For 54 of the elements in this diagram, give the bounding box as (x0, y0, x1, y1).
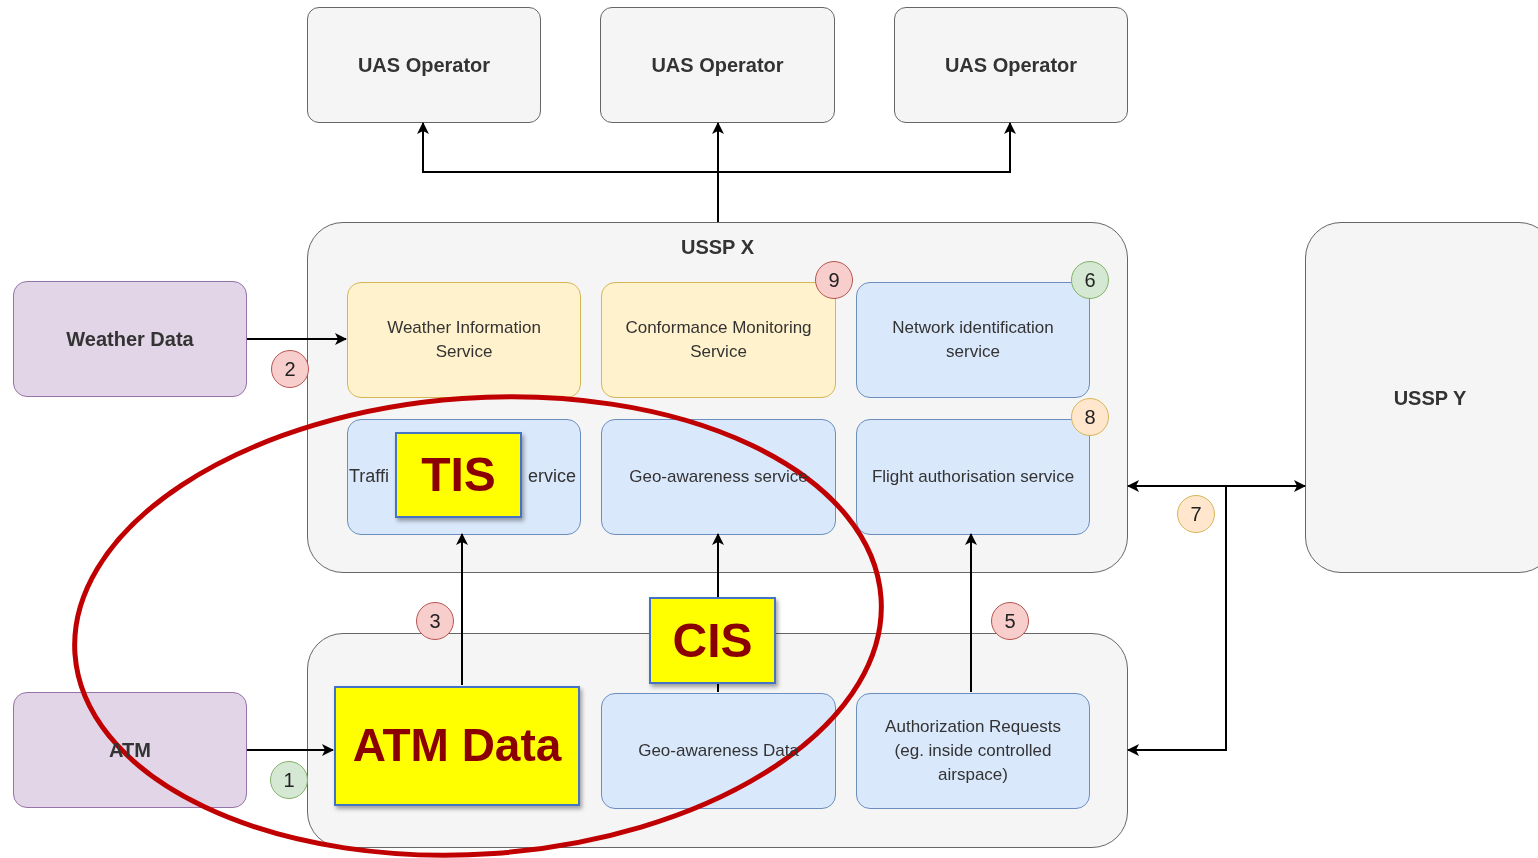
arrow (712, 533, 724, 598)
badge-number: 6 (1084, 270, 1096, 290)
box-label: Network identification service (891, 317, 1055, 363)
box-label: USSP X (681, 235, 754, 260)
box-label: UAS Operator (357, 53, 491, 78)
box-label: Traffi (349, 465, 389, 488)
badge-number: 2 (284, 359, 296, 379)
arrow (456, 533, 468, 686)
box-label: USSP Y (1393, 385, 1467, 411)
service-box (601, 693, 836, 809)
arrow (246, 333, 347, 345)
number-badge (416, 602, 454, 640)
box-label: UAS Operator (651, 53, 784, 78)
actor-box (894, 7, 1128, 123)
box-label: Geo-awareness service (629, 466, 808, 489)
arrow (1127, 480, 1306, 492)
service-box (347, 282, 581, 398)
box-label: ervice (528, 465, 576, 488)
highlight-box (334, 686, 580, 806)
service-box (856, 693, 1090, 809)
number-badge (270, 761, 308, 799)
highlight-box (395, 432, 522, 518)
service-box (601, 419, 836, 535)
actor-box (600, 7, 835, 123)
number-badge (1071, 261, 1109, 299)
number-badge (271, 350, 309, 388)
highlight-text: CIS (672, 612, 753, 669)
number-badge (815, 261, 853, 299)
arrow (246, 744, 334, 756)
badge-number: 3 (429, 611, 441, 631)
box-label: Conformance Monitoring Service (624, 317, 813, 363)
badge-number: 1 (283, 770, 295, 790)
number-badge (991, 602, 1029, 640)
badge-number: 9 (828, 270, 840, 290)
badge-number: 5 (1004, 611, 1016, 631)
number-badge (1177, 495, 1215, 533)
box-label: Flight authorisation service (871, 466, 1075, 489)
service-box (347, 419, 581, 535)
source-box (13, 281, 247, 397)
box-label: Authorization Requests (eg. inside controlled airspace) (884, 716, 1062, 786)
box-label: UAS Operator (944, 53, 1078, 78)
badge-number: 8 (1084, 407, 1096, 427)
source-box (13, 692, 247, 808)
highlight-box (649, 597, 776, 684)
container-box (1305, 222, 1538, 573)
arrow (965, 533, 977, 693)
container-box (307, 222, 1128, 573)
box-label: Weather Information Service (386, 317, 542, 363)
highlight-text: TIS (421, 447, 496, 503)
actor-box (307, 7, 541, 123)
box-label: Weather Data (66, 327, 194, 352)
number-badge (1071, 398, 1109, 436)
highlight-text: ATM Data (352, 718, 562, 774)
badge-number: 7 (1190, 504, 1202, 524)
